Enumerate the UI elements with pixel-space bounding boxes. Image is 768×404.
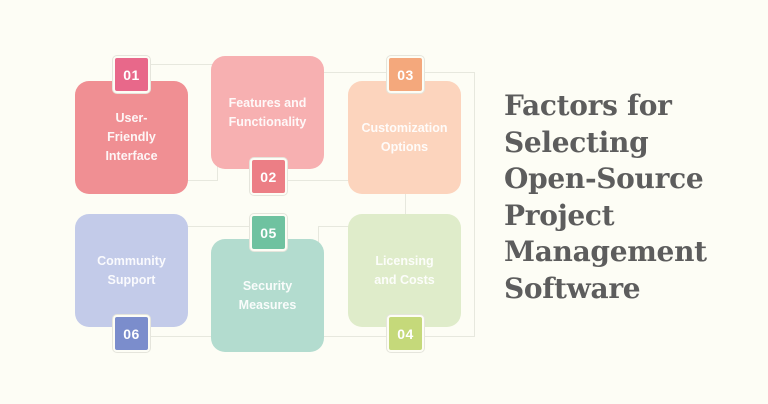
factor-badge-01: 01 — [113, 56, 150, 93]
factor-number: 01 — [123, 66, 140, 83]
factor-card-04: Licensing and Costs — [348, 214, 461, 327]
factor-label: Community Support — [97, 253, 166, 287]
factor-number: 06 — [123, 325, 140, 342]
factor-label: Security Measures — [238, 278, 297, 312]
title-line: Factors for — [504, 89, 672, 122]
factor-number: 05 — [260, 224, 277, 241]
factor-label: Licensing and Costs — [374, 253, 435, 287]
factor-number: 02 — [260, 168, 277, 185]
factor-label: Features and Functionality — [228, 95, 307, 129]
diagram-title: Factors for Selecting Open-Source Projec… — [504, 88, 754, 307]
factor-card-05: Security Measures — [211, 239, 324, 352]
factor-card-02: Features and Functionality — [211, 56, 324, 169]
factor-label: Customization Options — [361, 120, 448, 154]
factor-card-01: User- Friendly Interface — [75, 81, 188, 194]
factor-number: 04 — [397, 325, 414, 342]
title-line: Management — [504, 235, 707, 268]
factor-number: 03 — [397, 66, 414, 83]
factor-badge-05: 05 — [250, 214, 287, 251]
factor-badge-04: 04 — [387, 315, 424, 352]
factor-label: User- Friendly Interface — [105, 111, 158, 163]
factor-badge-06: 06 — [113, 315, 150, 352]
factor-badge-02: 02 — [250, 158, 287, 195]
title-line: Selecting — [504, 125, 649, 159]
title-line: Project — [504, 198, 615, 232]
connector-03-04 — [405, 72, 475, 337]
title-line: Software — [504, 271, 641, 305]
factor-card-03: Customization Options — [348, 81, 461, 194]
title-line: Open-Source — [504, 162, 704, 195]
factor-badge-03: 03 — [387, 56, 424, 93]
factor-card-06: Community Support — [75, 214, 188, 327]
